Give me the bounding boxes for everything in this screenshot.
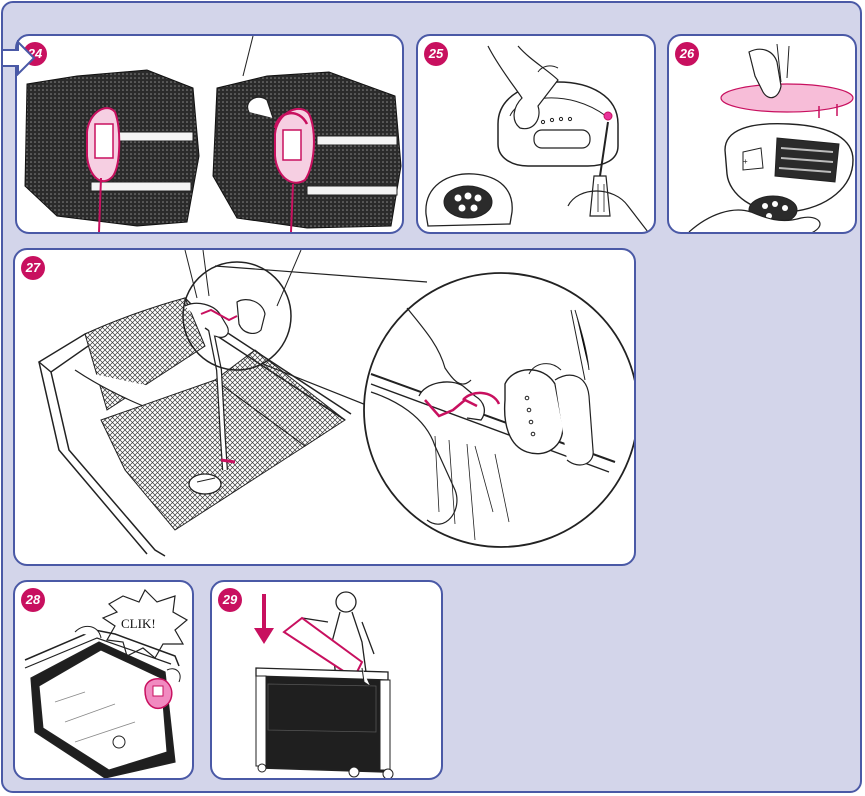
clik-callout: CLIK!: [121, 616, 156, 632]
step-26-number: 26: [675, 42, 699, 66]
step-27-number: 27: [21, 256, 45, 280]
step-29-panel: 29: [210, 580, 443, 780]
step-28-illustration: [15, 582, 194, 780]
step-28-number: 28: [21, 588, 45, 612]
step-26-panel: 26 +: [667, 34, 857, 234]
step-27-illustration: [15, 250, 636, 566]
step-25-illustration: [418, 36, 656, 234]
step-24-illustration: [17, 36, 404, 234]
step-25-number: 25: [424, 42, 448, 66]
continue-arrow-icon: [0, 40, 40, 76]
step-24-panel: 24: [15, 34, 404, 234]
down-arrow-icon: [254, 628, 274, 644]
step-27-panel: 27: [13, 248, 636, 566]
step-29-number: 29: [218, 588, 242, 612]
step-26-illustration: +: [669, 36, 857, 234]
step-25-panel: 25: [416, 34, 656, 234]
step-28-panel: 28 CLIK!: [13, 580, 194, 780]
svg-text:+: +: [743, 157, 748, 166]
step-29-illustration: [212, 582, 443, 780]
